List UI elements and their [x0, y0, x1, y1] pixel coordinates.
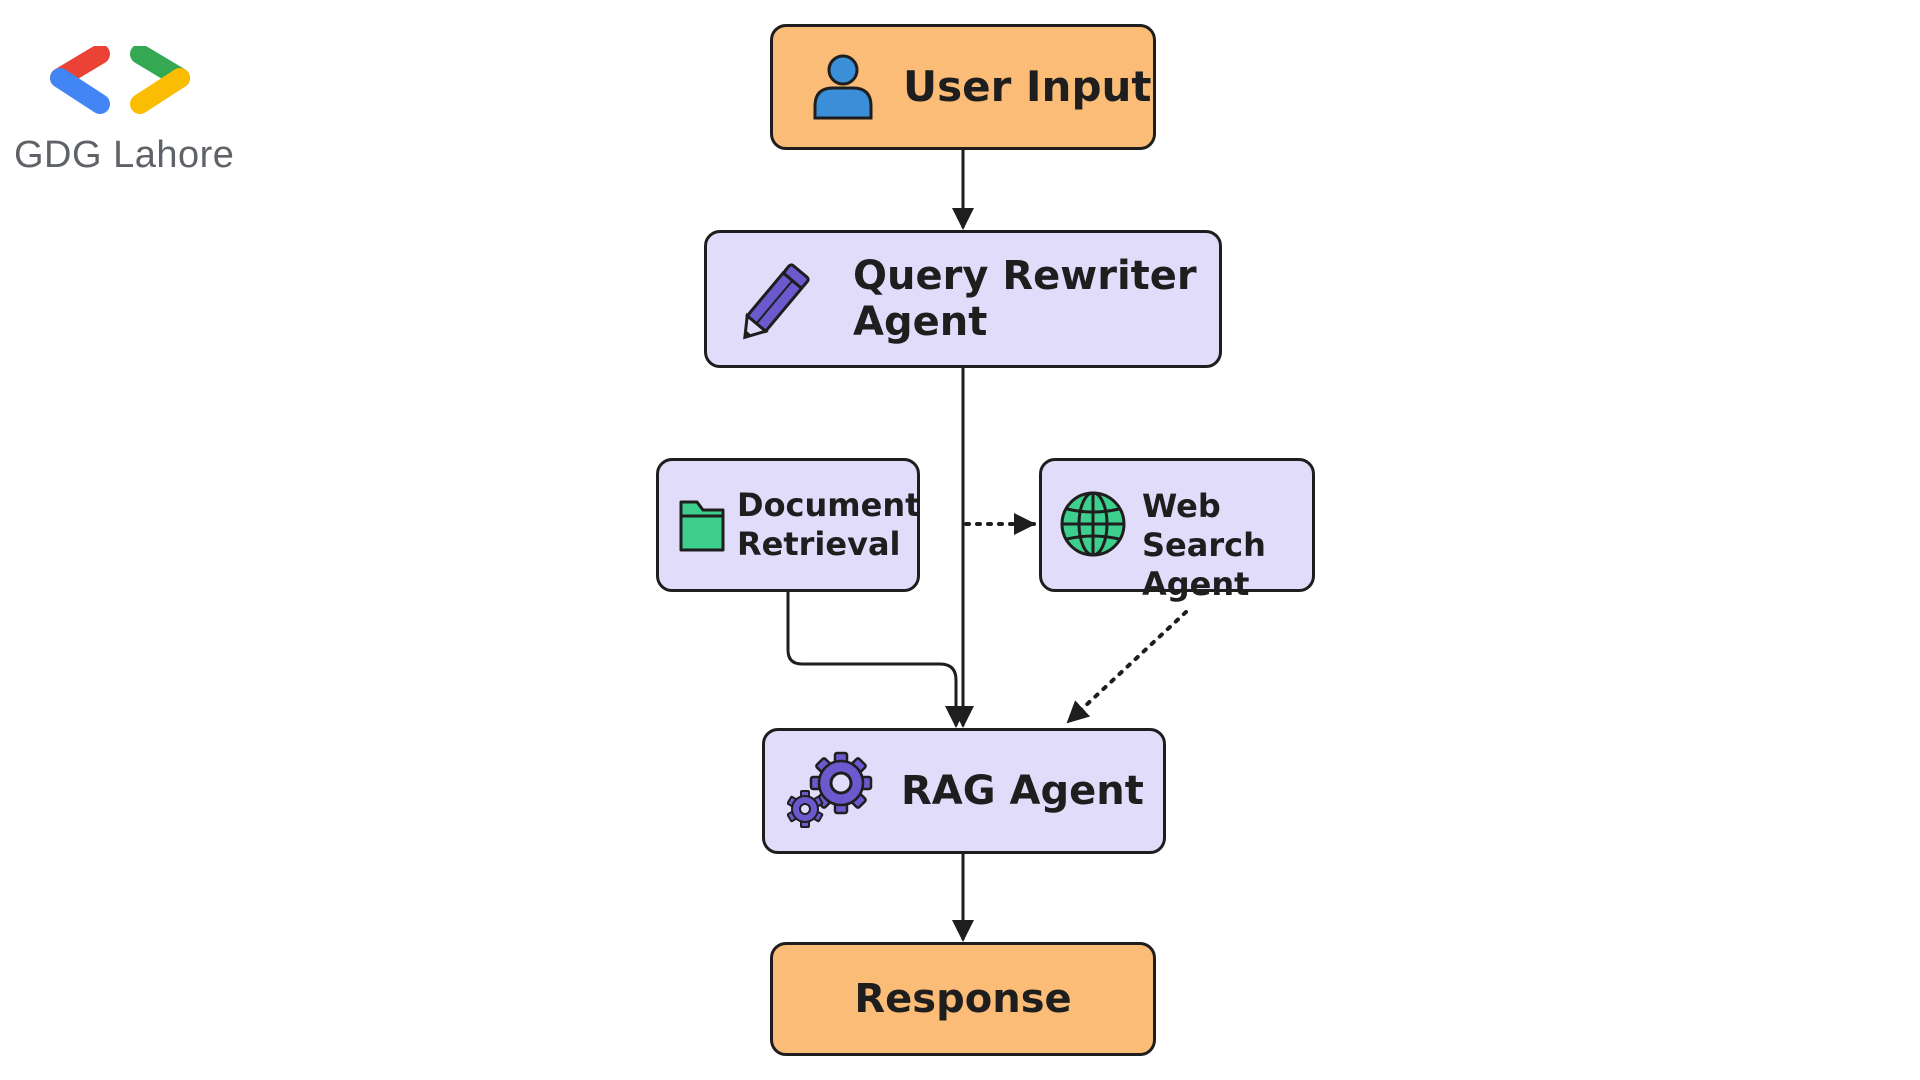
- document-retrieval-label: Document Retrieval: [737, 486, 920, 564]
- query-rewriter-node: Query Rewriter Agent: [704, 230, 1222, 368]
- web-search-node: Web Search Agent: [1039, 458, 1315, 603]
- document-retrieval-node: Document Retrieval: [656, 458, 920, 592]
- logo-text: GDG Lahore: [14, 134, 235, 176]
- gdg-lahore-logo: GDG Lahore: [14, 46, 244, 186]
- edge-docretrieval-to-rag: [786, 592, 967, 728]
- document-retrieval-label-line2: Retrieval: [737, 525, 901, 563]
- edge-websearch-to-rag: [1066, 610, 1188, 724]
- response-node: Response: [770, 942, 1156, 1056]
- web-search-label-line2: Search: [1142, 526, 1266, 565]
- query-rewriter-label: Query Rewriter Agent: [853, 253, 1197, 345]
- web-search-label: Web Search Agent: [1142, 487, 1266, 604]
- user-icon: [811, 52, 875, 122]
- query-rewriter-label-line2: Agent: [853, 299, 988, 345]
- document-retrieval-label-line1: Document: [737, 485, 921, 524]
- response-label: Response: [854, 976, 1072, 1022]
- web-search-label-line3: Agent: [1142, 565, 1250, 604]
- gdg-brackets-icon: [50, 46, 190, 114]
- rag-agent-node: RAG Agent: [762, 728, 1166, 854]
- gears-icon: [787, 751, 877, 831]
- web-search-label-line1: Web: [1142, 487, 1221, 525]
- query-rewriter-label-line1: Query Rewriter: [853, 253, 1197, 299]
- folder-icon: [677, 496, 727, 554]
- user-input-label: User Input: [903, 61, 1152, 111]
- user-input-node: User Input: [770, 24, 1156, 150]
- pencil-icon: [735, 257, 819, 341]
- rag-agent-label: RAG Agent: [901, 768, 1144, 814]
- globe-icon: [1058, 489, 1128, 559]
